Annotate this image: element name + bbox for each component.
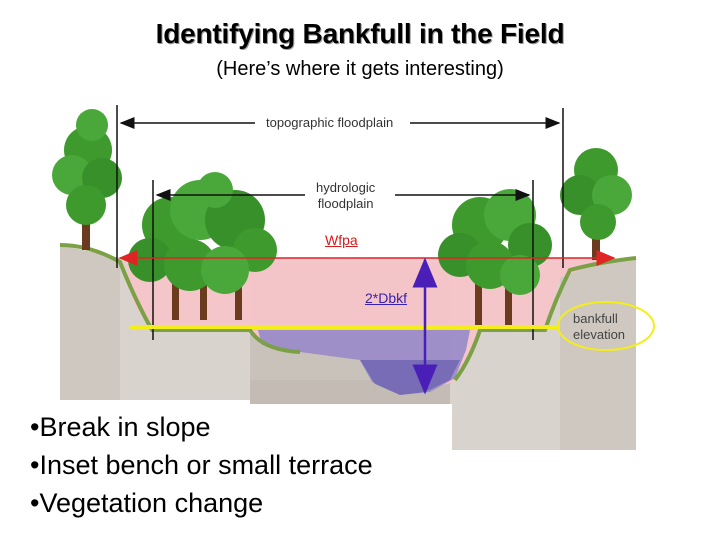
ground-right-fill (560, 258, 636, 450)
bullet-panel (22, 404, 452, 534)
slide-subtitle: (Here’s where it gets interesting) (216, 58, 504, 80)
bullet-item: •Inset bench or small terrace (30, 450, 373, 480)
label-bankfull-elevation: bankfull elevation (573, 311, 625, 343)
label-hydrologic-line1: hydrologic (316, 180, 376, 195)
label-bankfull-line2: elevation (573, 327, 626, 342)
bullet-item: •Break in slope (30, 412, 211, 442)
tree-far-right (560, 148, 632, 260)
label-hydrologic-line2: floodplain (317, 196, 374, 211)
grass-left-bank (59, 243, 301, 354)
label-wfpa: Wfpa (325, 232, 358, 248)
slide-title: Identifying Bankfull in the Field (155, 18, 565, 49)
label-hydrologic-floodplain: hydrologic floodplain (312, 180, 380, 212)
bankfull-ellipse (557, 301, 655, 351)
label-2-dbkf: 2*Dbkf (365, 290, 408, 306)
bullet-item: •Vegetation change (30, 488, 264, 518)
label-topographic-floodplain: topographic floodplain (262, 115, 398, 131)
label-bankfull-line1: bankfull (573, 311, 618, 326)
tree-far-left (52, 109, 122, 250)
ground-fill (60, 245, 120, 400)
